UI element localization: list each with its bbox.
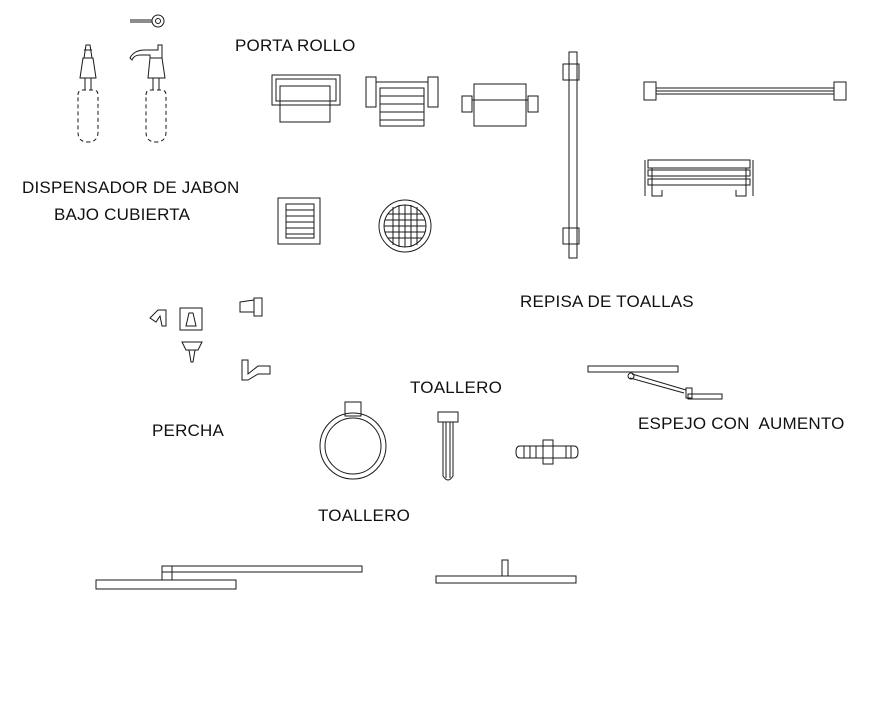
robe-hook-top-icon: [240, 298, 262, 316]
robe-hook-l-icon: [242, 360, 270, 380]
soap-dispenser-front-icon: [78, 45, 98, 142]
towel-ring-side-icon: [438, 412, 458, 480]
robe-hook-front-icon: [180, 308, 202, 330]
towel-shelf-icon: [645, 160, 753, 196]
toilet-roll-holder-2-icon: [366, 77, 438, 126]
soap-dish-round-icon: [379, 200, 431, 252]
vertical-grab-bar-icon: [563, 52, 579, 258]
label-percha: PERCHA: [152, 421, 225, 440]
long-towel-bar-icon: [96, 566, 362, 589]
label-repisa-de-toallas: REPISA DE TOALLAS: [520, 292, 694, 311]
label-dispensador-line1: DISPENSADOR DE JABON: [22, 178, 240, 197]
soap-dispenser-side-icon: [130, 45, 166, 142]
label-toallero-top: TOALLERO: [410, 378, 502, 397]
towel-ring-icon: [320, 402, 386, 479]
magnifying-mirror-icon: [588, 366, 722, 399]
towel-ring-top-icon: [516, 440, 578, 464]
toilet-roll-holder-1-icon: [272, 75, 340, 122]
label-porta-rollo: PORTA ROLLO: [235, 36, 356, 55]
robe-hook-side-icon: [150, 310, 166, 326]
glass-shelf-icon: [436, 560, 576, 583]
label-espejo-con-aumento: ESPEJO CON AUMENTO: [638, 414, 845, 433]
soap-dispenser-lever-icon: [130, 15, 164, 27]
label-dispensador-line2: BAJO CUBIERTA: [54, 205, 191, 224]
robe-hook-bottom-icon: [182, 342, 202, 362]
label-toallero-bottom: TOALLERO: [318, 506, 410, 525]
towel-bar-icon: [644, 82, 846, 100]
toilet-roll-holder-3-icon: [462, 84, 538, 126]
soap-dish-square-icon: [278, 198, 320, 244]
